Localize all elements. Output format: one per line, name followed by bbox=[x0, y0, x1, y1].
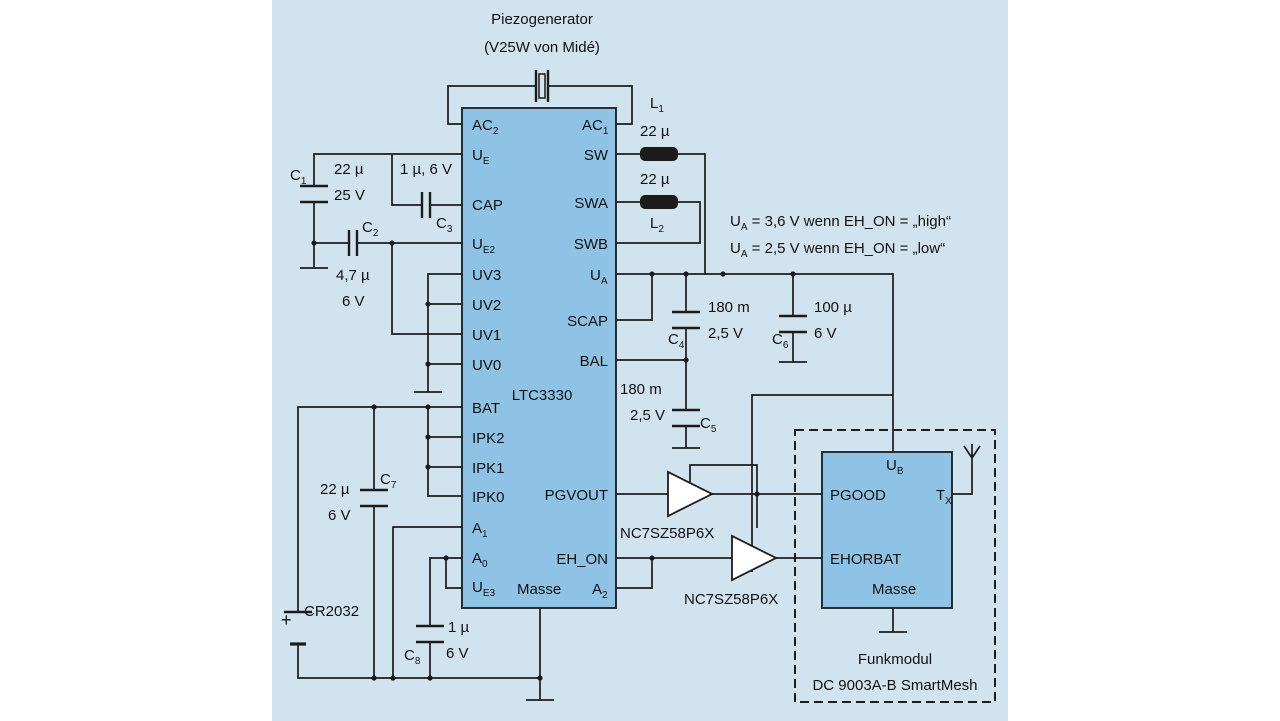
piezo-symbol bbox=[447, 70, 633, 125]
pin-eh-on: EH_ON bbox=[556, 551, 608, 568]
ic-masse: Masse bbox=[517, 581, 561, 598]
c6-value: 100 µ bbox=[814, 299, 852, 316]
pin-ipk2: IPK2 bbox=[472, 430, 505, 447]
c5-name: C5 bbox=[700, 415, 717, 435]
c5-voltage: 2,5 V bbox=[630, 407, 665, 424]
c2-voltage: 6 V bbox=[342, 293, 365, 310]
capacitor-c3-symbol bbox=[420, 192, 432, 218]
c1-value: 22 µ bbox=[334, 161, 364, 178]
pin-sw: SW bbox=[584, 147, 609, 164]
pin-pgvout: PGVOUT bbox=[545, 487, 608, 504]
l2-value: 22 µ bbox=[640, 171, 670, 188]
ic-ltc3330 bbox=[461, 107, 617, 609]
pin-a1: A1 bbox=[472, 520, 488, 540]
c4-name: C4 bbox=[668, 331, 685, 351]
capacitor-c4-symbol bbox=[672, 310, 700, 330]
c7-value: 22 µ bbox=[320, 481, 350, 498]
l1-name: L1 bbox=[650, 95, 664, 115]
pin-ue: UE bbox=[472, 147, 490, 167]
pin-a2: A2 bbox=[592, 581, 608, 601]
pin-a0: A0 bbox=[472, 550, 488, 570]
pin-uv3: UV3 bbox=[472, 267, 501, 284]
pin-bal: BAL bbox=[580, 353, 608, 370]
pin-swb: SWB bbox=[574, 236, 608, 253]
pin-ipk0: IPK0 bbox=[472, 489, 505, 506]
module-label-2: DC 9003A-B SmartMesh bbox=[812, 677, 977, 694]
l2-name: L2 bbox=[650, 215, 664, 235]
capacitor-c7-symbol bbox=[360, 488, 388, 508]
pin-ipk1: IPK1 bbox=[472, 460, 505, 477]
c8-value: 1 µ bbox=[448, 619, 470, 636]
module-tx: TX bbox=[936, 487, 952, 507]
battery-label: CR2032 bbox=[304, 603, 359, 620]
c7-name: C7 bbox=[380, 471, 397, 491]
c2-value: 4,7 µ bbox=[336, 267, 370, 284]
module-pgood: PGOOD bbox=[830, 487, 886, 504]
battery-symbol bbox=[284, 610, 312, 646]
c3-value: 1 µ, 6 V bbox=[400, 161, 452, 178]
inductor-l1-symbol bbox=[640, 147, 678, 161]
pin-bat: BAT bbox=[472, 400, 500, 417]
c8-name: C8 bbox=[404, 647, 421, 667]
c4-value: 180 m bbox=[708, 299, 750, 316]
buffer-2-symbol bbox=[731, 534, 779, 582]
capacitor-c1-symbol bbox=[300, 184, 328, 204]
pin-swa: SWA bbox=[574, 195, 608, 212]
pin-ua: UA bbox=[590, 267, 608, 287]
pin-uv0: UV0 bbox=[472, 357, 501, 374]
c1-name: C1 bbox=[290, 167, 307, 187]
c2-name: C2 bbox=[362, 219, 379, 239]
pin-uv2: UV2 bbox=[472, 297, 501, 314]
labels: Piezogenerator (V25W von Midé) AC2 UE CA… bbox=[281, 11, 978, 694]
c4-voltage: 2,5 V bbox=[708, 325, 743, 342]
ic-name: LTC3330 bbox=[512, 387, 573, 404]
pin-ac1: AC1 bbox=[582, 117, 609, 137]
module-dashed-frame bbox=[794, 429, 996, 703]
capacitor-c5-symbol bbox=[672, 408, 700, 428]
piezo-model: (V25W von Midé) bbox=[484, 39, 600, 56]
c1-voltage: 25 V bbox=[334, 187, 365, 204]
buffer-1-symbol bbox=[667, 470, 715, 518]
battery-plus: + bbox=[281, 610, 292, 630]
capacitor-c2-symbol bbox=[347, 230, 359, 256]
l1-value: 22 µ bbox=[640, 123, 670, 140]
c6-voltage: 6 V bbox=[814, 325, 837, 342]
module-ub: UB bbox=[886, 457, 904, 477]
wires-left bbox=[297, 153, 554, 701]
buffer-1-label: NC7SZ58P6X bbox=[620, 525, 714, 542]
c7-voltage: 6 V bbox=[328, 507, 351, 524]
capacitor-c6-symbol bbox=[779, 314, 807, 334]
junction-dots bbox=[311, 240, 796, 681]
c8-voltage: 6 V bbox=[446, 645, 469, 662]
c5-value: 180 m bbox=[620, 381, 662, 398]
wires-right bbox=[616, 153, 981, 633]
capacitor-c8-symbol bbox=[416, 624, 444, 644]
pin-ue3: UE3 bbox=[472, 579, 496, 599]
module-label-1: Funkmodul bbox=[858, 651, 932, 668]
piezo-title: Piezogenerator bbox=[491, 11, 593, 28]
radio-module bbox=[821, 451, 953, 609]
module-masse: Masse bbox=[872, 581, 916, 598]
buffer-2-label: NC7SZ58P6X bbox=[684, 591, 778, 608]
inductor-l2-symbol bbox=[640, 195, 678, 209]
pin-cap: CAP bbox=[472, 197, 503, 214]
note-low: UA = 2,5 V wenn EH_ON = „low“ bbox=[730, 240, 945, 260]
c3-name: C3 bbox=[436, 215, 453, 235]
pin-uv1: UV1 bbox=[472, 327, 501, 344]
note-high: UA = 3,6 V wenn EH_ON = „high“ bbox=[730, 213, 951, 233]
module-ehorbat: EHORBAT bbox=[830, 551, 901, 568]
pin-ue2: UE2 bbox=[472, 236, 496, 256]
pin-ac2: AC2 bbox=[472, 117, 499, 137]
c6-name: C6 bbox=[772, 331, 789, 351]
pin-scap: SCAP bbox=[567, 313, 608, 330]
